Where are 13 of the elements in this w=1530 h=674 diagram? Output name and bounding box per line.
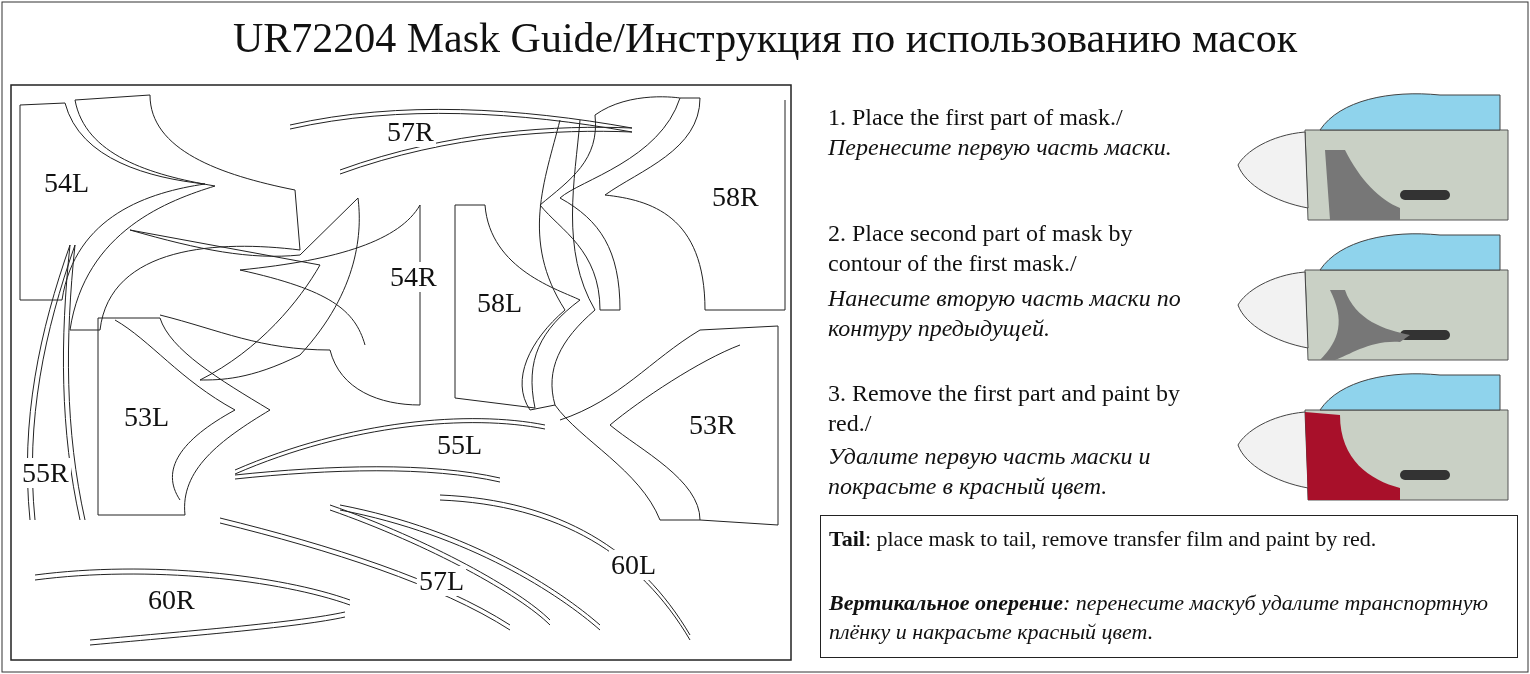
part-number: 54R — [388, 262, 439, 292]
note-text: Вертикальное оперение: перенесите маскуб удалите транспортную плёнку и накрасьте красный цвет. — [829, 589, 1489, 646]
instruction-text: Нанесите вторую часть маски по контуру предыдущей. — [828, 284, 1182, 343]
instruction-text: Перенесите первую часть маски. — [828, 133, 1173, 162]
note-text: Tail: place mask to tail, remove transfer film and paint by red. — [829, 525, 1378, 553]
instruction-text: 1. Place the first part of mask./ — [828, 103, 1124, 132]
instruction-text: 3. Remove the first part and paint by red./ — [828, 379, 1181, 438]
title: UR72204 Mask Guide/Инструкция по использованию масок — [231, 14, 1299, 62]
part-number: 57L — [417, 566, 467, 596]
instruction-text: Удалите первую часть маски и покрасьте в красный цвет. — [828, 442, 1152, 501]
note-box — [820, 515, 1518, 658]
part-number: 55R — [20, 458, 71, 488]
instruction-text: 2. Place second part of mask by contour of the first mask./ — [828, 219, 1134, 278]
